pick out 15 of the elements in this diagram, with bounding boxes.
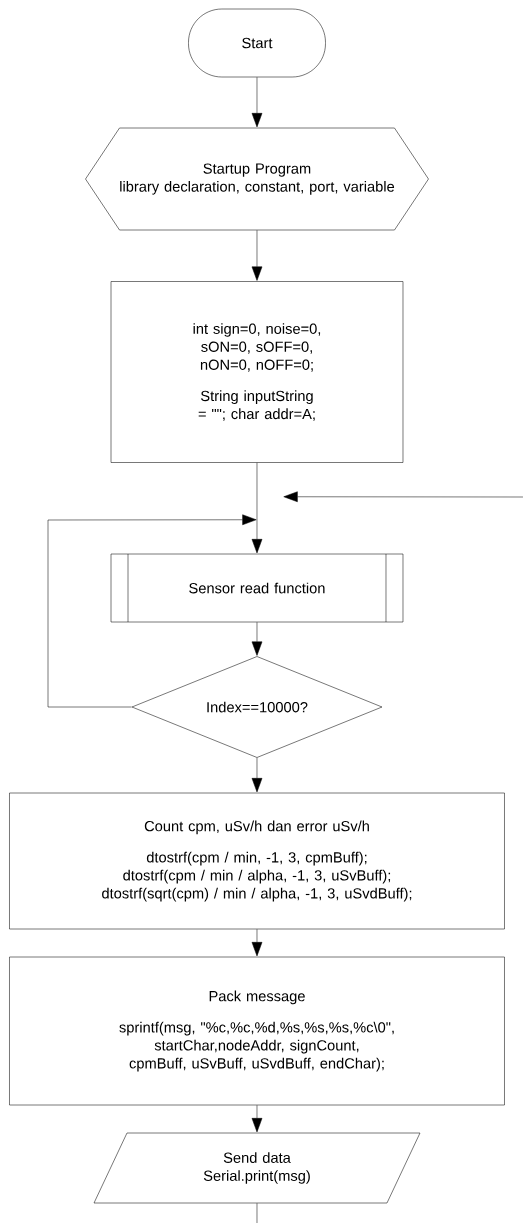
process-box: int sign=0, noise=0, sON=0, sOFF=0, nON=0, nOFF=0; String inputString = ""; char addr=A; <box>110 281 404 463</box>
arrow <box>251 757 263 793</box>
arrow <box>251 230 263 281</box>
arrow <box>47 514 257 708</box>
preparation-hexagon: Startup Program library declaration, constant, port, variable <box>85 127 429 231</box>
arrow <box>251 622 263 656</box>
io-parallelogram: Send data Serial.print(msg) <box>93 1132 421 1204</box>
arrow <box>251 77 263 128</box>
arrow <box>251 462 263 554</box>
arrow <box>251 1105 263 1133</box>
process-box: Count cpm, uSv/h dan error uSv/h dtostrf(cpm / min, -1, 3, cpmBuff); dtostrf(cpm / min / alpha, -1, 3, uSvBuff); dtostrf(sqrt(cpm) / min / alpha, -1, 3, uSvdBuff); <box>9 792 505 930</box>
arrow <box>251 929 263 957</box>
process-box: Pack message sprintf(msg, "%c,%c,%d,%s,%s,%s,%c\0", startChar,nodeAddr, signCount, cpmBuff, uSvBuff, uSvdBuff, endChar); <box>9 956 505 1106</box>
arrow <box>283 491 523 503</box>
subroutine-box: Sensor read function <box>110 553 404 623</box>
